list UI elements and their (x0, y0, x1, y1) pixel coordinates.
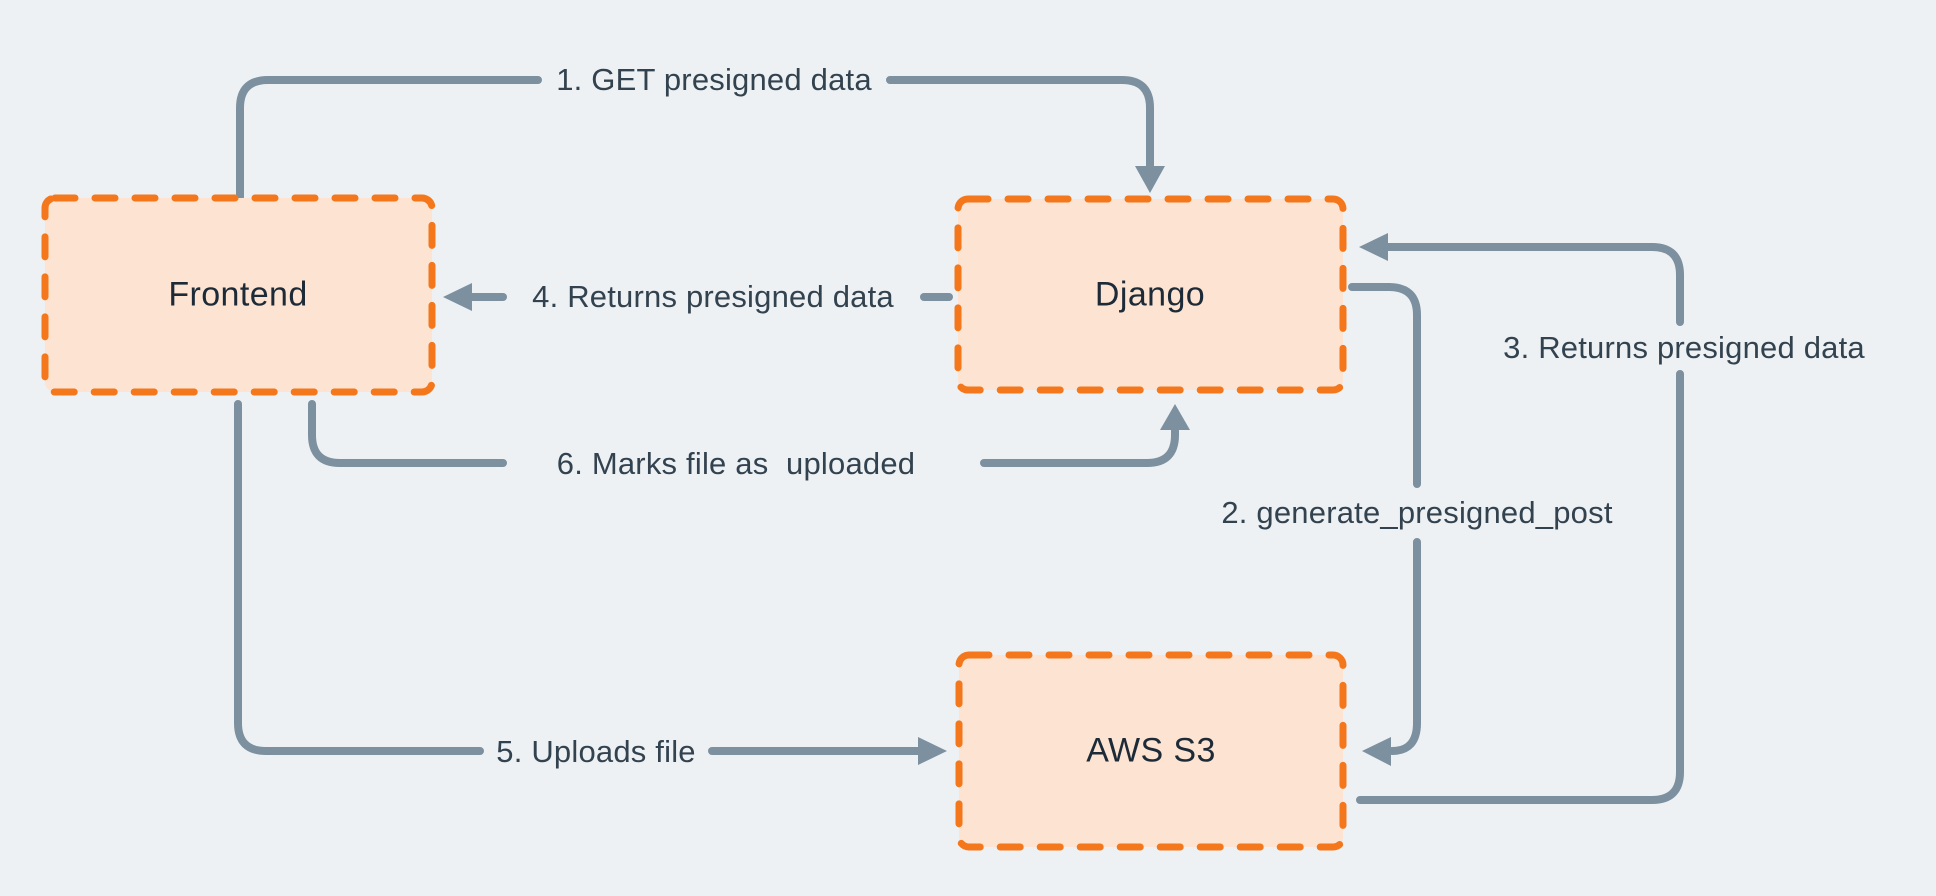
frontend-node-label: Frontend (168, 275, 308, 314)
arrow-3-segment-bottom (1356, 370, 1684, 804)
frontend-node-box (41, 194, 436, 396)
arrow-1-arrowhead-down-icon (1135, 166, 1165, 193)
django-node-label: Django (1094, 275, 1206, 314)
edge-label-5-uploads-file: 5. Uploads file (496, 734, 696, 769)
arrow-2-arrowhead-left-icon (1362, 737, 1391, 766)
arrow-4-returns-presigned-data (443, 283, 953, 311)
arrow-6-marks-file-uploaded (308, 400, 1190, 467)
edge-label-2-generate-presigned-post: 2. generate_presigned_post (1221, 495, 1613, 530)
arrow-2-generate-presigned-post (1348, 283, 1421, 766)
edge-label-6-marks-file-uploaded: 6. Marks file as uploaded (556, 446, 916, 481)
arrow-6-segment-left (308, 400, 507, 467)
edge-label-1-get-presigned-data: 1. GET presigned data (556, 62, 872, 97)
arrow-5-uploads-file (234, 400, 947, 765)
arrow-3-segment-top (1384, 243, 1684, 326)
arrow-3-returns-presigned-data (1356, 233, 1684, 804)
arrow-3-arrowhead-left-icon (1359, 233, 1388, 261)
arrow-1-segment-right (886, 76, 1154, 172)
arrow-1-segment-left (236, 76, 542, 201)
arrow-2-segment-bottom (1388, 538, 1421, 755)
arrow-2-segment-top (1348, 283, 1421, 488)
edge-label-3-returns-presigned-data: 3. Returns presigned data (1503, 330, 1865, 365)
arrow-6-segment-right (980, 426, 1179, 467)
django-node-box (954, 195, 1347, 394)
arrow-5-arrowhead-right-icon (918, 737, 947, 765)
arrow-4-arrowhead-left-icon (443, 283, 472, 311)
arrow-1-get-presigned-data (236, 76, 1165, 201)
edge-label-4-returns-presigned-data: 4. Returns presigned data (532, 279, 894, 314)
arrow-5-segment-left (234, 400, 484, 755)
aws-s3-node-label: AWS S3 (1086, 731, 1216, 770)
aws-s3-node-box (955, 651, 1347, 851)
arrow-6-arrowhead-up-icon (1160, 404, 1190, 430)
